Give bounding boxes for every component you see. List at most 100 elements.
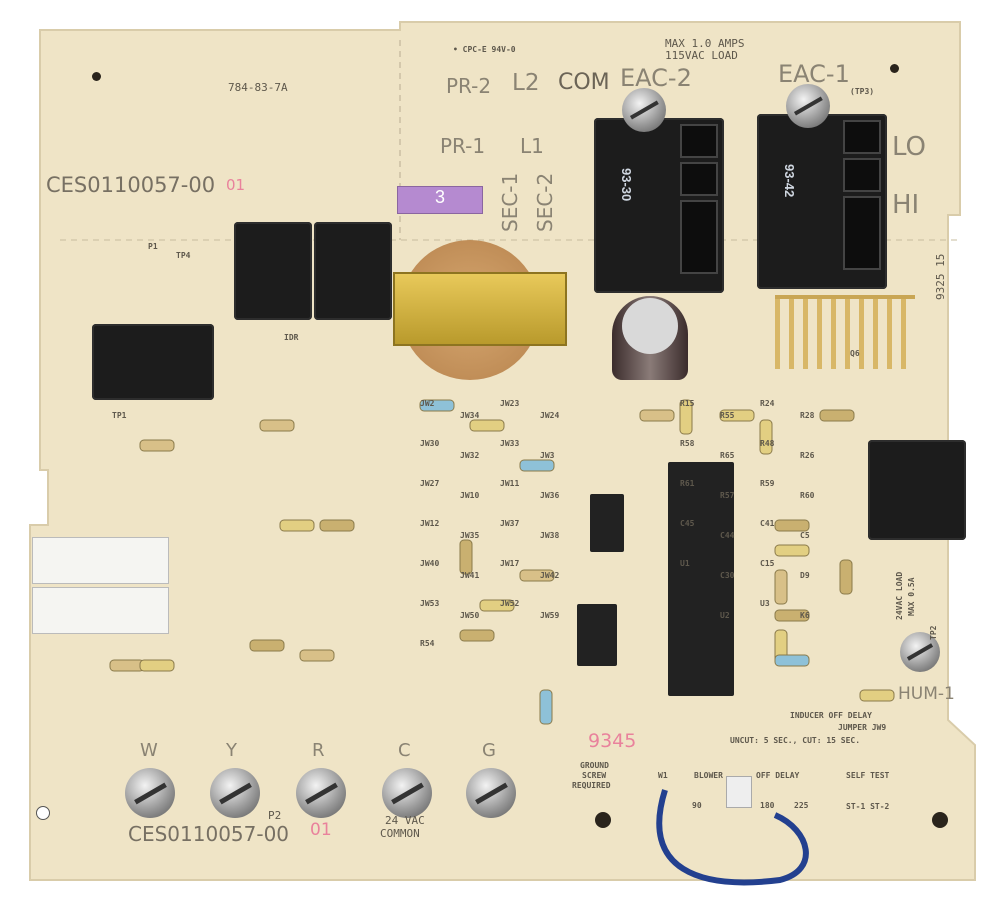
common-label: 24 VAC [385, 814, 425, 827]
component-ref-label: D9 [800, 571, 810, 580]
terminal-y-label: Y [226, 740, 237, 761]
resistor [639, 409, 675, 422]
terminal-y-screw[interactable] [210, 768, 260, 818]
terminal-label: PR-2 [446, 74, 492, 98]
component-ref-label: JW3 [540, 451, 555, 460]
mounting-hole [92, 72, 101, 81]
terminal-c-screw[interactable] [382, 768, 432, 818]
component-ref-label: JW50 [460, 611, 480, 620]
test-point-label: (TP3) [850, 87, 875, 96]
component-ref-label: R65 [720, 451, 735, 460]
component-ref-label: R15 [680, 399, 695, 408]
relay-label: 93-30 [619, 168, 634, 202]
self-test-pins: ST-1 ST-2 [846, 802, 890, 811]
terminal-label: L2 [512, 70, 540, 96]
component-ref-label: K6 [800, 611, 810, 620]
resistor [319, 519, 355, 532]
component-ref-label: JW36 [540, 491, 560, 500]
blower-delay-jumper[interactable] [726, 776, 752, 808]
terminal-r-label: R [312, 740, 325, 761]
terminal-label: EAC-2 [620, 64, 692, 92]
resistor [774, 519, 810, 532]
revision: 01 [226, 176, 246, 194]
ic-u2 [577, 604, 617, 666]
component-ref-label: JW24 [540, 411, 560, 420]
w1-label: W1 [658, 771, 668, 780]
terminal-r-screw[interactable] [296, 768, 346, 818]
resistor [679, 399, 693, 435]
jumper-wire [656, 789, 809, 886]
inducer-note: UNCUT: 5 SEC., CUT: 15 SEC. [730, 736, 861, 745]
hum-1-screw[interactable] [900, 632, 940, 672]
self-test-label: SELF TEST [846, 771, 890, 780]
resistor [839, 559, 853, 595]
component-ref-label: R55 [720, 411, 735, 420]
serial-number: CES0110057-00 [46, 173, 216, 197]
connector-label: P2 [268, 809, 282, 822]
terminal-label: L1 [520, 134, 544, 158]
mounting-hole [36, 806, 50, 820]
terminal-label: EAC-1 [778, 60, 850, 88]
component-ref-label: U2 [720, 611, 730, 620]
component-ref-label: JW11 [500, 479, 520, 488]
terminal-w-screw[interactable] [125, 768, 175, 818]
component-ref-label: C5 [800, 531, 810, 540]
resistor [459, 539, 473, 575]
load-rating: 115VAC LOAD [665, 49, 738, 62]
code-label: 9325 15 [934, 253, 947, 300]
resistor [249, 639, 285, 652]
test-point-label: TP4 [176, 251, 191, 260]
component-ref-label: JW17 [500, 559, 520, 568]
resistor [539, 689, 553, 725]
mounting-hole [890, 64, 899, 73]
load-note: MAX 0.5A [907, 577, 916, 616]
resistor [774, 654, 810, 667]
common-label: COMMON [380, 827, 420, 840]
component-ref-label: R26 [800, 451, 815, 460]
date-code: 9345 [588, 730, 637, 752]
component-ref-label: JW59 [540, 611, 560, 620]
resistor [519, 459, 555, 472]
component-ref-label: JW35 [460, 531, 480, 540]
connector-label: P1 [148, 242, 158, 251]
component-ref-label: R24 [760, 399, 775, 408]
eac-1-screw[interactable] [786, 84, 830, 128]
revision: 01 [310, 820, 332, 840]
ground-note: REQUIRED [572, 781, 611, 790]
test-point-label: TP2 [929, 625, 938, 640]
resistor [139, 439, 175, 452]
part-number: 784-83-7A [228, 81, 288, 94]
transistor-label: Q6 [850, 349, 860, 358]
component-ref-label: R58 [680, 439, 695, 448]
ic-u3 [590, 494, 624, 552]
delay-option: 90 [692, 801, 702, 810]
resistor [259, 419, 295, 432]
component-ref-label: JW12 [420, 519, 440, 528]
component-ref-label: JW52 [500, 599, 520, 608]
fuse: 3 [397, 186, 483, 214]
delay-option: 180 [760, 801, 775, 810]
component-ref-label: JW10 [460, 491, 480, 500]
terminal-g-screw[interactable] [466, 768, 516, 818]
component-ref-label: JW23 [500, 399, 520, 408]
load-note: 24VAC LOAD [895, 571, 904, 620]
ground-screw-hole [595, 812, 611, 828]
terminal-g-label: G [482, 740, 496, 761]
power-resistor [32, 587, 169, 634]
ground-note: SCREW [582, 771, 607, 780]
relay-k2: 93-30 [594, 118, 724, 293]
resistor [469, 419, 505, 432]
terminal-label: SEC-2 [533, 172, 557, 232]
component-ref-label: JW42 [540, 571, 560, 580]
component-ref-label: U3 [760, 599, 770, 608]
component-ref-label: C45 [680, 519, 695, 528]
component-ref-label: U1 [680, 559, 690, 568]
inducer-note: INDUCER OFF DELAY [790, 711, 872, 720]
component-ref-label: C44 [720, 531, 735, 540]
component-ref-label: R60 [800, 491, 815, 500]
resistor [774, 544, 810, 557]
eac-2-screw[interactable] [622, 88, 666, 132]
resistor [139, 659, 175, 672]
terminal-label: LO [892, 132, 927, 162]
transformer-core [393, 272, 567, 346]
